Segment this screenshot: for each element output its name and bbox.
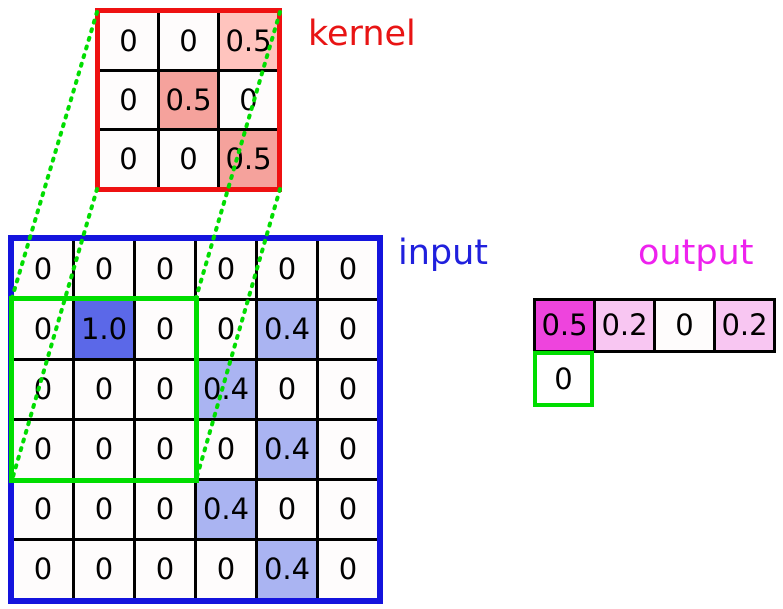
input-cell: 0	[136, 421, 194, 478]
input-cell: 0	[75, 361, 133, 418]
input-cell: 0	[197, 241, 255, 298]
input-cell: 0	[14, 301, 72, 358]
input-cell: 0	[319, 421, 377, 478]
input-cell: 0	[136, 241, 194, 298]
input-cell: 0	[319, 301, 377, 358]
input-cell-highlight: 0.4	[258, 301, 316, 358]
kernel-cell: 0	[160, 131, 217, 187]
input-cell: 0	[14, 421, 72, 478]
input-cell-highlight: 0.4	[258, 421, 316, 478]
output-cell: 0	[656, 301, 713, 350]
input-cell-highlight: 1.0	[75, 301, 133, 358]
input-cell: 0	[14, 361, 72, 418]
input-cell: 0	[258, 241, 316, 298]
input-label: input	[398, 233, 489, 273]
input-grid: 0 0 0 0 0 0 0 1.0 0 0 0.4 0 0 0 0 0.4 0 …	[8, 235, 383, 604]
kernel-cell: 0	[220, 72, 277, 128]
output-grid: 0.5 0.2 0 0.2	[533, 298, 776, 353]
input-cell-highlight: 0.4	[258, 541, 316, 598]
input-cell: 0	[319, 541, 377, 598]
kernel-cell-highlight: 0.5	[220, 131, 277, 187]
kernel-cell: 0	[100, 13, 157, 69]
input-cell: 0	[258, 481, 316, 538]
kernel-label: kernel	[308, 14, 416, 54]
output-pending-cell: 0	[533, 351, 594, 407]
input-cell: 0	[197, 541, 255, 598]
input-cell: 0	[319, 241, 377, 298]
input-cell: 0	[75, 241, 133, 298]
input-cell: 0	[14, 241, 72, 298]
input-cell: 0	[319, 361, 377, 418]
kernel-cell: 0	[100, 131, 157, 187]
input-cell: 0	[75, 421, 133, 478]
input-cell: 0	[319, 481, 377, 538]
input-cell: 0	[75, 541, 133, 598]
input-cell: 0	[136, 301, 194, 358]
input-cell-highlight: 0.4	[197, 361, 255, 418]
input-cell: 0	[197, 301, 255, 358]
input-cell: 0	[136, 361, 194, 418]
kernel-cell-highlight: 0.5	[220, 13, 277, 69]
kernel-cell: 0	[100, 72, 157, 128]
input-cell: 0	[136, 541, 194, 598]
input-cell-highlight: 0.4	[197, 481, 255, 538]
output-label: output	[638, 233, 754, 273]
input-cell: 0	[258, 361, 316, 418]
output-cell-highlight: 0.2	[596, 301, 653, 350]
input-cell: 0	[197, 421, 255, 478]
input-cell: 0	[14, 481, 72, 538]
kernel-cell-highlight: 0.5	[160, 72, 217, 128]
kernel-cell: 0	[160, 13, 217, 69]
input-cell: 0	[14, 541, 72, 598]
input-cell: 0	[75, 481, 133, 538]
output-cell-highlight: 0.5	[536, 301, 593, 350]
output-cell-highlight: 0.2	[716, 301, 773, 350]
input-cell: 0	[136, 481, 194, 538]
kernel-grid: 0 0 0.5 0 0.5 0 0 0 0.5	[95, 8, 282, 192]
